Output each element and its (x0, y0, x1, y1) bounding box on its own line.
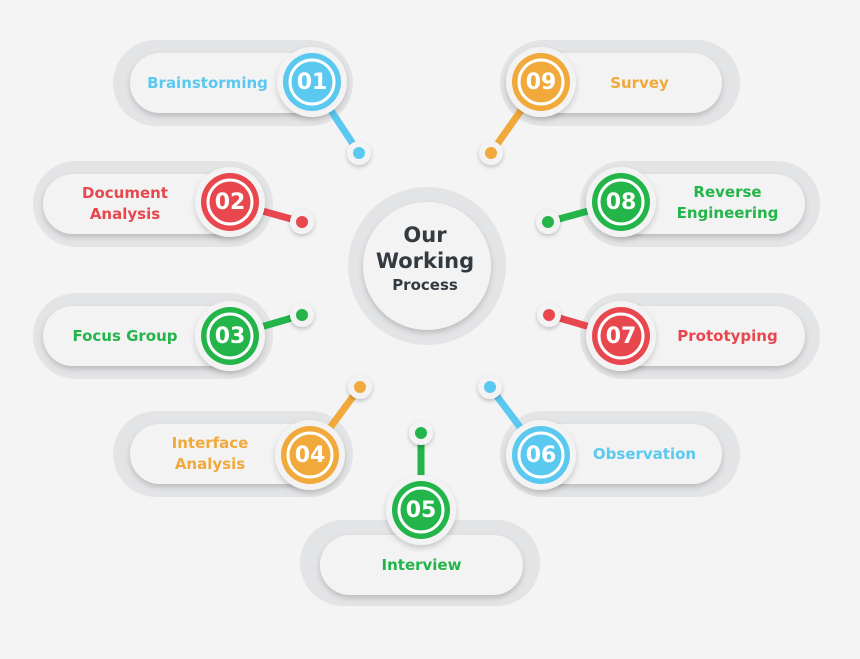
center-title: Our Working Process (355, 222, 495, 296)
step-01 (113, 40, 371, 165)
node-08 (542, 216, 554, 228)
node-01 (353, 147, 365, 159)
step-label-01: Brainstorming (147, 73, 268, 92)
step-02 (33, 161, 314, 247)
step-label-09: Survey (610, 73, 669, 92)
step-09 (479, 40, 740, 165)
step-03 (33, 293, 314, 379)
step-label-06: Observation (592, 444, 697, 463)
step-number-09: 09 (525, 69, 557, 95)
node-02 (296, 216, 308, 228)
step-07 (537, 293, 820, 379)
center-title-line2: Working (375, 249, 475, 273)
step-label-03: Focus Group (72, 326, 178, 345)
step-label-07: Prototyping (677, 326, 778, 345)
step-number-07: 07 (605, 323, 637, 349)
step-number-05: 05 (405, 497, 437, 523)
node-06 (484, 381, 496, 393)
step-number-01: 01 (296, 69, 328, 95)
center-title-line1: Our (403, 223, 447, 247)
node-07 (543, 309, 555, 321)
step-label-08: Reverse Engineering (676, 183, 779, 222)
step-label-02: Document Analysis (82, 184, 168, 223)
step-number-08: 08 (605, 189, 637, 215)
step-label-04: Interface Analysis (171, 434, 249, 473)
step-06 (478, 375, 740, 497)
center-hub (348, 187, 506, 345)
step-number-02: 02 (214, 189, 246, 215)
step-number-04: 04 (294, 442, 326, 468)
step-number-06: 06 (525, 442, 557, 468)
step-number-03: 03 (214, 323, 246, 349)
step-label-05: Interview (381, 555, 462, 574)
node-05 (415, 427, 427, 439)
node-09 (485, 147, 497, 159)
node-03 (296, 309, 308, 321)
center-title-line3: Process (392, 276, 458, 294)
step-05 (300, 421, 540, 606)
step-04 (113, 375, 372, 497)
step-08 (536, 161, 820, 247)
node-04 (354, 381, 366, 393)
